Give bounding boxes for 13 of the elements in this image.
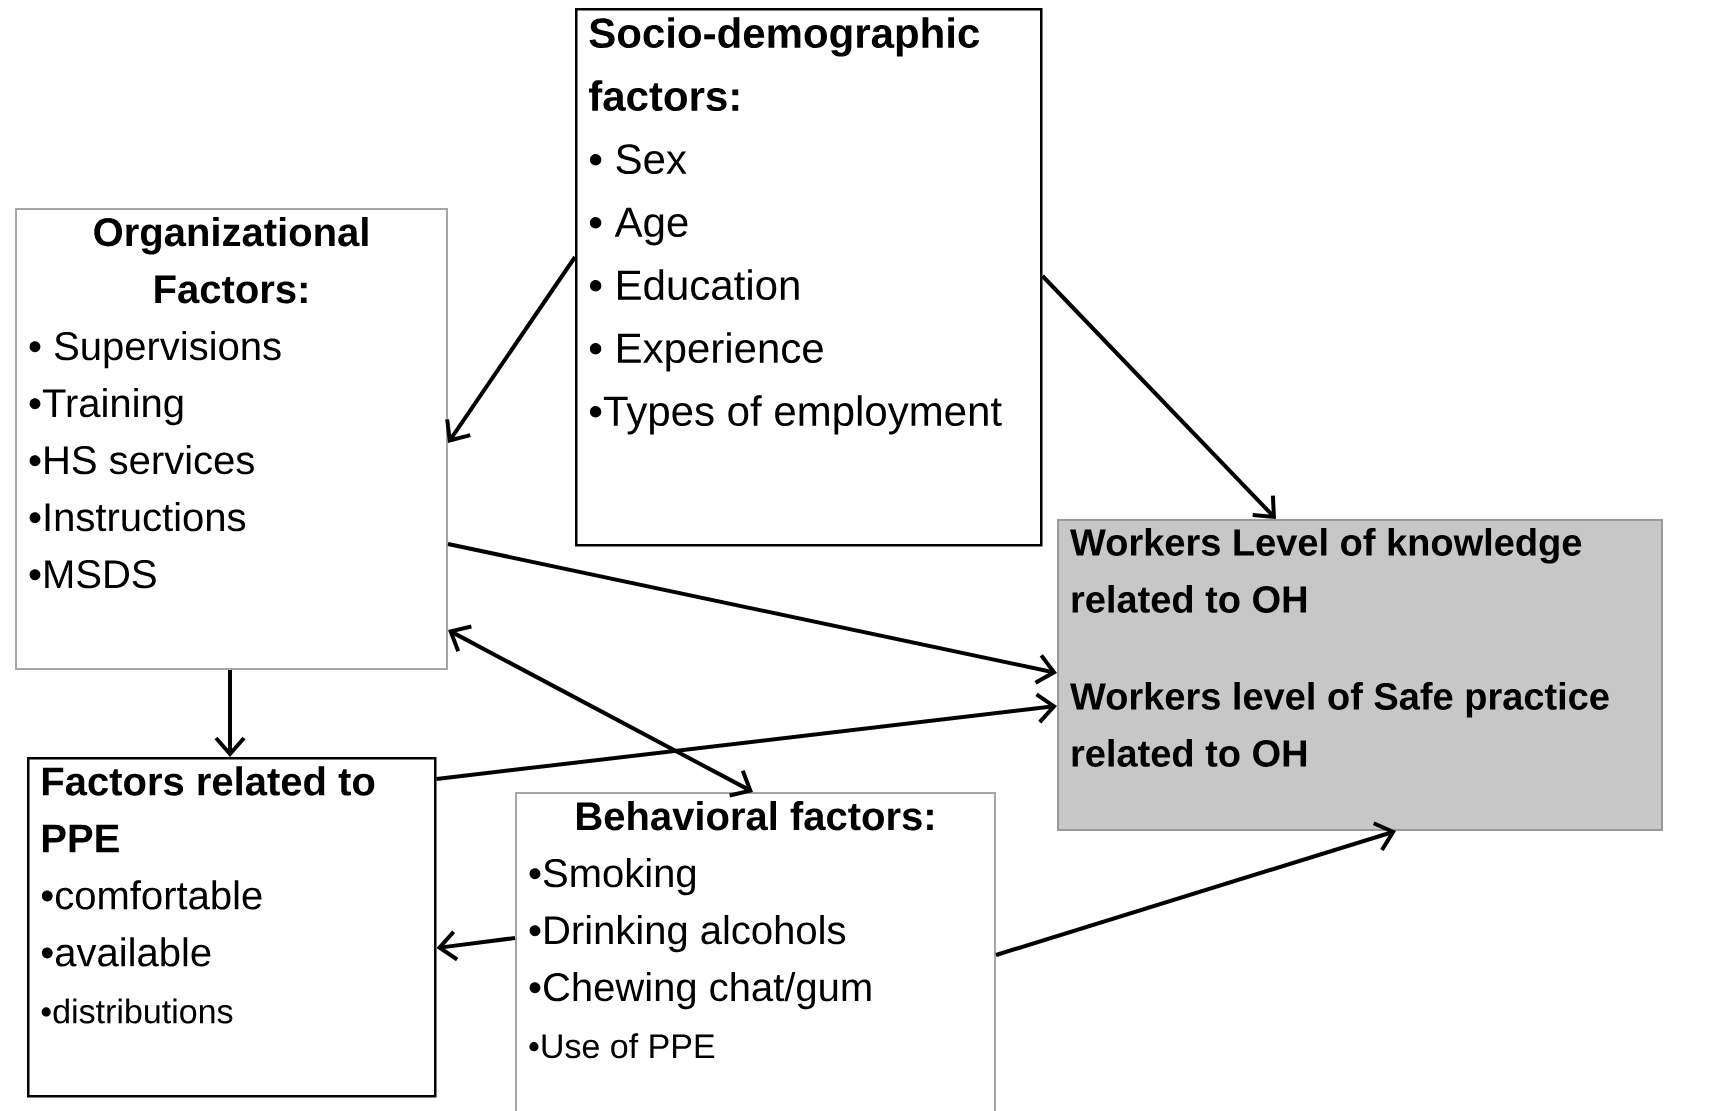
arrow (214, 670, 246, 757)
arrow (448, 624, 753, 798)
arrow (436, 930, 516, 962)
arrow (447, 542, 1057, 685)
factor-box: Factors related to PPE •comfortable •available •distributions (27, 757, 437, 1098)
arrow (995, 821, 1396, 957)
factor-box: Behavioral factors: •Smoking •Drinking alcohols •Chewing chat/gum •Use of PPE (515, 792, 996, 1111)
factor-box: Workers Level of knowledge related to OH Workers level of Safe practice related to OH (1057, 519, 1663, 831)
arrow (436, 692, 1057, 781)
factor-box: Organizational Factors: • Supervisions •Training •HS services •Instructions •MSDS (15, 208, 448, 670)
arrow (1041, 274, 1276, 519)
factor-box: Socio-demographic factors: • Sex • Age • Education • Experience •Types of employment (575, 8, 1043, 547)
arrow (445, 255, 577, 443)
